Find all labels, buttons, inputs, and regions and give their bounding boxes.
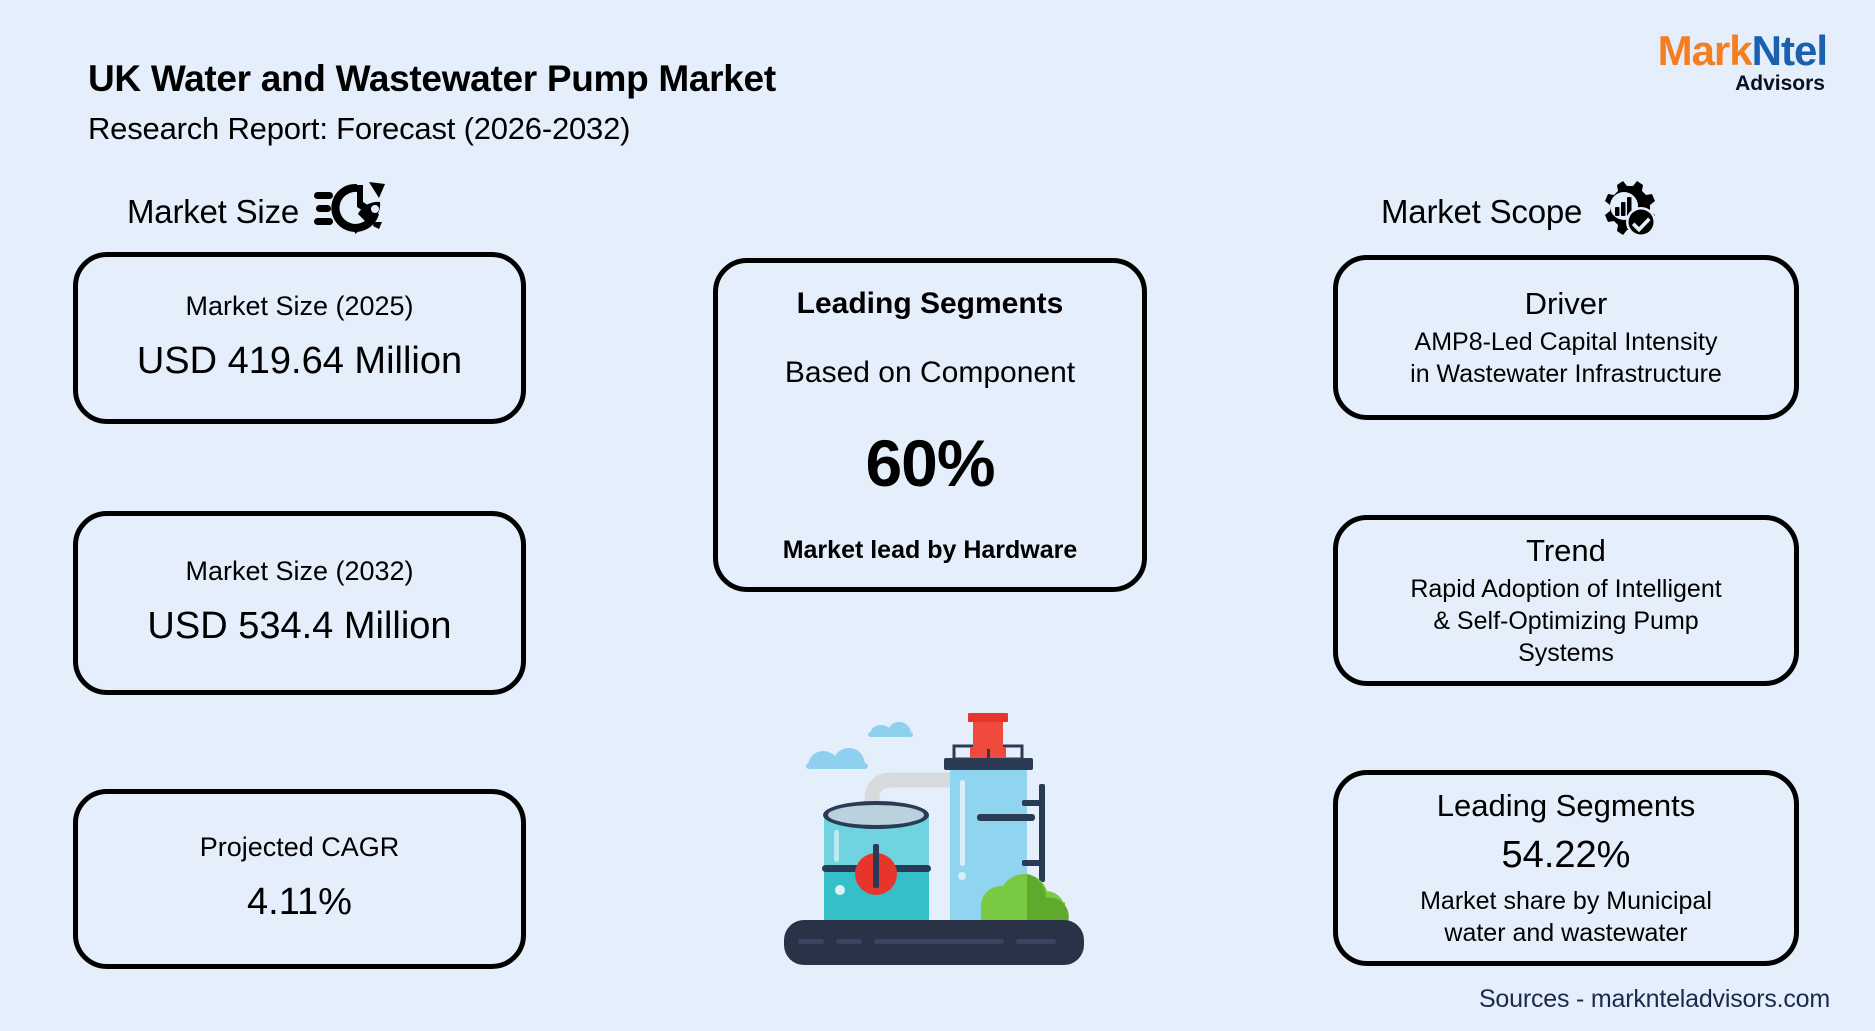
card-value: USD 534.4 Million xyxy=(147,605,452,648)
market-size-section-heading: Market Size xyxy=(127,180,391,243)
logo-wordmark: MarkNtel xyxy=(1657,27,1828,74)
card-title: Trend xyxy=(1526,532,1606,568)
logo-text-mark: Mark xyxy=(1657,27,1753,74)
water-treatment-plant-illustration xyxy=(784,702,1084,974)
logo-tagline: Advisors xyxy=(1735,72,1825,95)
card-title: Market Size (2025) xyxy=(185,291,414,322)
market-size-section-label: Market Size xyxy=(127,192,300,230)
cloud-icon xyxy=(806,748,868,769)
card-value: 4.11% xyxy=(247,881,352,924)
cloud-icon xyxy=(868,722,913,737)
logo-text-ntel: Ntel xyxy=(1751,27,1828,74)
gear-chart-check-icon xyxy=(1596,180,1658,243)
card-title: Leading Segments xyxy=(1436,787,1696,823)
card-body-line: AMP8-Led Capital Intensity xyxy=(1414,328,1718,357)
card-value: USD 419.64 Million xyxy=(136,340,463,383)
leading-segments-municipal-card[interactable]: Leading Segments 54.22% Market share by … xyxy=(1333,770,1799,966)
driver-card[interactable]: Driver AMP8-Led Capital Intensity in Was… xyxy=(1333,255,1799,420)
clock-rocket-icon xyxy=(313,180,391,243)
center-card-title: Leading Segments xyxy=(796,287,1064,320)
card-body-line: Rapid Adoption of Intelligent xyxy=(1410,575,1722,604)
page-title: UK Water and Wastewater Pump Market xyxy=(88,58,776,99)
market-scope-section-heading: Market Scope xyxy=(1381,180,1658,243)
sources-label: Sources - marknteladvisors.com xyxy=(1478,985,1830,1013)
card-body-line: & Self-Optimizing Pump xyxy=(1433,607,1699,636)
brand-logo[interactable]: MarkNtel Advisors xyxy=(1657,27,1828,95)
card-body-line: Market share by Municipal xyxy=(1420,887,1712,916)
center-card-subtitle: Based on Component xyxy=(784,356,1076,389)
card-body-line: Systems xyxy=(1518,639,1614,668)
market-size-2025-card[interactable]: Market Size (2025) USD 419.64 Million xyxy=(73,252,526,424)
card-percent: 54.22% xyxy=(1501,833,1631,876)
page-subtitle: Research Report: Forecast (2026-2032) xyxy=(88,110,631,146)
projected-cagr-card[interactable]: Projected CAGR 4.11% xyxy=(73,789,526,969)
market-size-2032-card[interactable]: Market Size (2032) USD 534.4 Million xyxy=(73,511,526,695)
card-title: Market Size (2032) xyxy=(185,556,414,587)
center-card-footer: Market lead by Hardware xyxy=(782,536,1078,564)
center-card-percent: 60% xyxy=(865,426,995,500)
leading-segments-component-card[interactable]: Leading Segments Based on Component 60% … xyxy=(713,258,1147,592)
card-body-line: in Wastewater Infrastructure xyxy=(1410,360,1722,389)
market-scope-section-label: Market Scope xyxy=(1381,192,1583,230)
trend-card[interactable]: Trend Rapid Adoption of Intelligent & Se… xyxy=(1333,515,1799,686)
header-block: UK Water and Wastewater Pump Market Rese… xyxy=(88,58,776,147)
card-body-line: water and wastewater xyxy=(1444,919,1688,948)
card-title: Driver xyxy=(1524,285,1608,321)
card-title: Projected CAGR xyxy=(199,832,400,863)
